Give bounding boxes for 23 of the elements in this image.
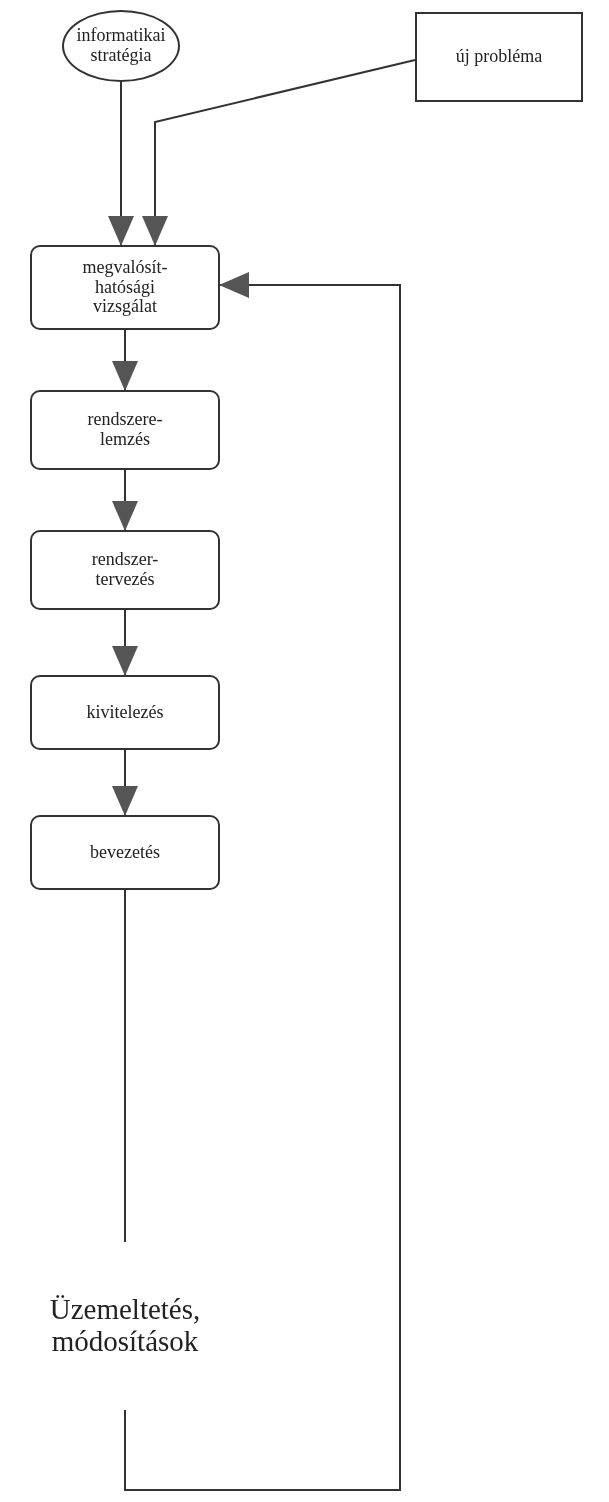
process-box — [415, 12, 583, 102]
connector-line — [124, 889, 126, 1243]
process-box — [30, 815, 220, 890]
node-label: új probléma — [455, 47, 543, 67]
node-label: informatikai stratégia — [75, 26, 167, 66]
process-box — [30, 530, 220, 610]
process-box — [30, 390, 220, 470]
start-ellipse — [62, 10, 180, 82]
arrow — [142, 59, 416, 246]
arrow — [112, 609, 138, 676]
node-label: Üzemeltetés, módosítások — [48, 1294, 202, 1358]
process-box — [30, 245, 220, 330]
arrow — [124, 272, 401, 1491]
arrow — [112, 329, 138, 391]
node-label: megvalósít- hatósági vizsgálat — [81, 257, 169, 318]
node-label: bevezetés — [90, 842, 160, 863]
node-label: rendszere- lemzés — [86, 410, 164, 450]
node-label: kivitelezés — [86, 702, 164, 723]
node-label: rendszer- tervezés — [90, 550, 160, 590]
arrow — [112, 469, 138, 531]
arrow — [108, 81, 134, 246]
process-box — [30, 675, 220, 750]
arrow — [112, 749, 138, 816]
